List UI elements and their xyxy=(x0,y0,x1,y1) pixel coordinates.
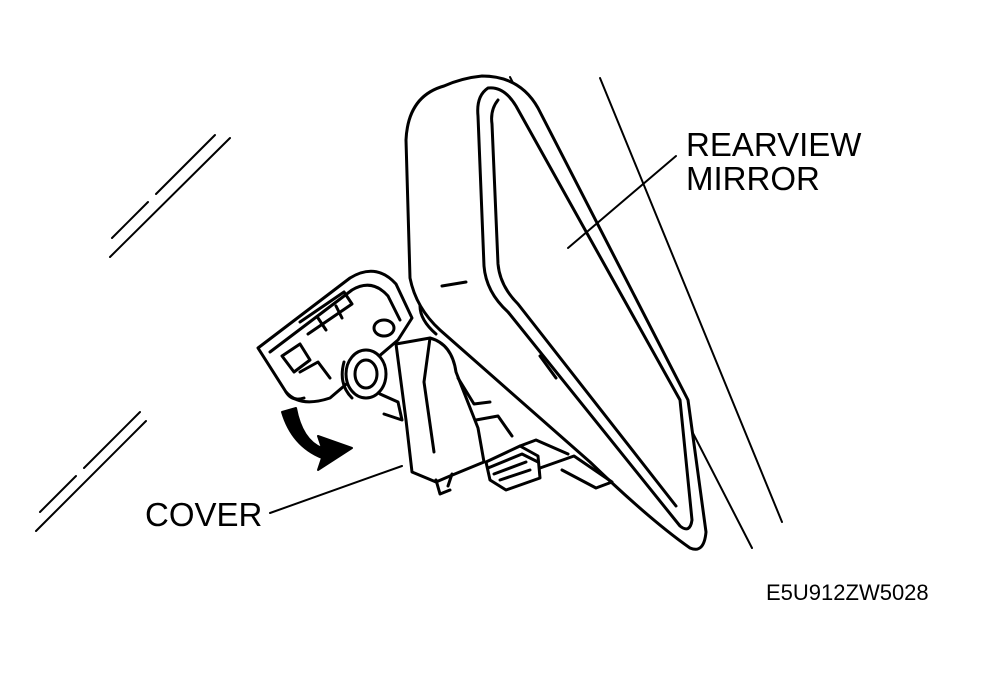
ball-pivot xyxy=(340,348,404,422)
mounting-base xyxy=(256,269,414,404)
rearview-mirror-label-line1: REARVIEW xyxy=(686,126,862,163)
cover xyxy=(394,336,514,496)
rearview-mirror-label-line2: MIRROR xyxy=(686,160,820,197)
windshield-hatch-upper xyxy=(109,134,231,258)
windshield-hatch-lower xyxy=(35,411,147,532)
day-night-lever xyxy=(484,438,614,492)
curved-arrow-icon xyxy=(281,407,353,471)
leader-line-cover xyxy=(269,465,403,514)
leader-lines xyxy=(269,155,677,514)
cover-label: COVER xyxy=(145,496,263,533)
figure-code: E5U912ZW5028 xyxy=(766,580,929,605)
leader-line-rearview-mirror xyxy=(567,155,677,249)
mirror-body xyxy=(404,74,708,551)
rearview-mirror-label: REARVIEW MIRROR xyxy=(686,128,861,196)
